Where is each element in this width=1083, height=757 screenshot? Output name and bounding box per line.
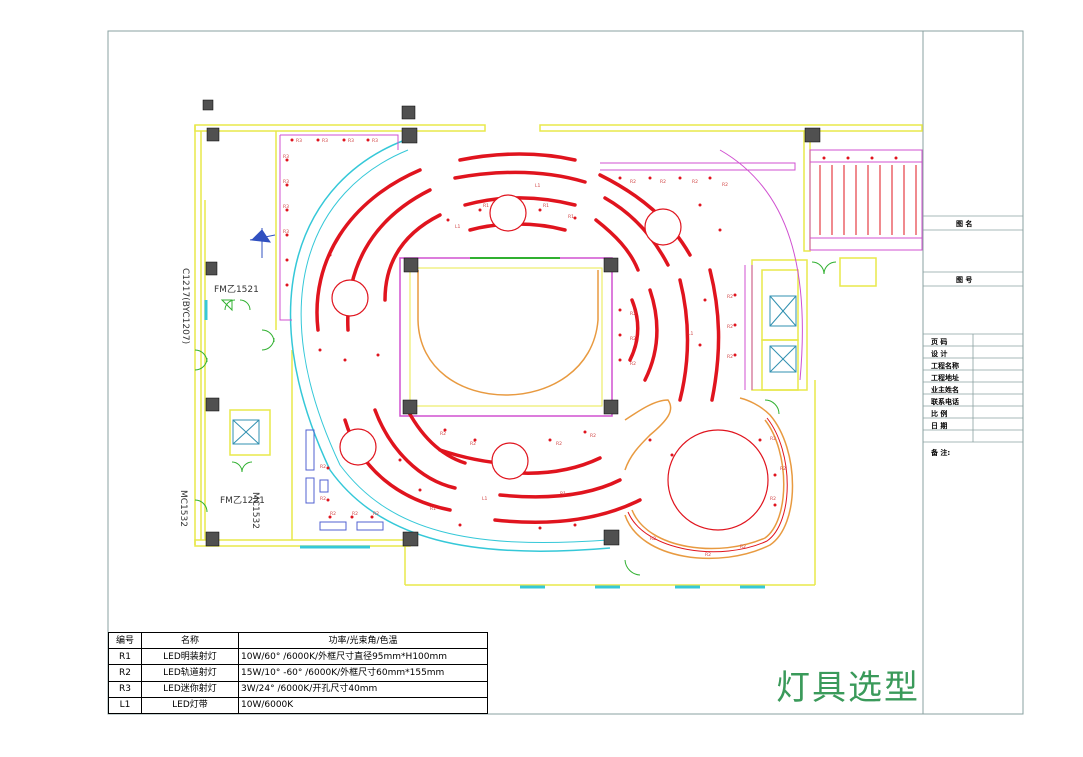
marker-r2: R2: [590, 433, 596, 439]
title-block-field: 页 码: [931, 338, 948, 346]
legend-code: R2: [108, 664, 142, 682]
title-block-field: 比 例: [931, 410, 948, 418]
marker-r2: R2: [320, 496, 326, 502]
outer-curved-wall: [289, 139, 611, 552]
corridor-fixture-rows: [809, 149, 923, 251]
title-block-field: 日 期: [931, 422, 948, 430]
legend-code: L1: [108, 696, 142, 715]
marker-r2: R2: [705, 552, 711, 558]
doors: [194, 261, 837, 576]
marker-r1: R1: [543, 203, 549, 209]
sheet-border: [107, 30, 1024, 715]
marker-r2: R2: [727, 294, 733, 300]
marker-r2: R2: [556, 441, 562, 447]
marker-r1: R1: [568, 214, 574, 220]
elevators: [232, 295, 797, 445]
legend-row: L1 LED灯带 10W/6000K: [108, 696, 488, 715]
legend-code: R3: [108, 680, 142, 698]
legend-code: R1: [108, 648, 142, 666]
marker-r2: R2: [727, 324, 733, 330]
fixture-legend-table: 编号 名称 功率/光束角/色温 R1 LED明装射灯 10W/60° /6000…: [108, 631, 488, 715]
marker-r2: R2: [373, 511, 379, 517]
marker-r3: R3: [283, 154, 289, 160]
window-strips: [204, 300, 765, 589]
legend-spec: 3W/24° /6000K/开孔尺寸40mm: [238, 680, 488, 698]
legend-spec: 10W/60° /6000K/外框尺寸直径95mm*H100mm: [238, 648, 488, 666]
legend-spec: 15W/10° -60° /6000K/外框尺寸60mm*155mm: [238, 664, 488, 682]
label-mc1532-right: MC1532: [250, 492, 260, 529]
marker-r2: R2: [770, 436, 776, 442]
title-block-field: 工程地址: [931, 374, 959, 382]
marker-r2: R2: [630, 361, 636, 367]
legend-header-spec: 功率/光束角/色温: [238, 631, 488, 650]
marker-r2: R2: [630, 336, 636, 342]
legend-name: LED迷你射灯: [141, 680, 239, 698]
title-block-field: 设 计: [931, 350, 948, 358]
legend-name: LED明装射灯: [141, 648, 239, 666]
soffit-lines: [279, 134, 803, 390]
columns: [202, 99, 821, 547]
fixture-code-labels: R3 R3 R3 R3 R3 R3 R3 R3 R1 R1 R1 L1 L1 R…: [283, 138, 786, 558]
marker-r2: R2: [320, 464, 326, 470]
display-cabinets: [305, 429, 384, 531]
legend-header-code: 编号: [108, 631, 142, 650]
legend-row: R3 LED迷你射灯 3W/24° /6000K/开孔尺寸40mm: [108, 680, 488, 698]
marker-r3: R3: [283, 179, 289, 185]
counter-fixture-line: [627, 417, 788, 553]
marker-r1: R1: [560, 491, 566, 497]
marker-r1: R1: [430, 506, 436, 512]
title-block-grid: [923, 215, 1023, 443]
marker-r2: R2: [330, 511, 336, 517]
marker-r3: R3: [372, 138, 378, 144]
marker-r2: R2: [770, 496, 776, 502]
marker-r3: R3: [283, 229, 289, 235]
marker-r2: R2: [660, 179, 666, 185]
legend-name: LED灯带: [141, 696, 239, 715]
legend-name: LED轨道射灯: [141, 664, 239, 682]
label-fm1521: FM乙1521: [214, 284, 259, 295]
marker-r3: R3: [296, 138, 302, 144]
marker-r2: R2: [740, 544, 746, 550]
title-block-drawing-no: 图 号: [956, 276, 973, 284]
marker-r1: R1: [483, 203, 489, 209]
title-block-field: 业主姓名: [931, 386, 959, 394]
outer-curved-wall-inner: [300, 149, 609, 544]
room-labels: FM乙1521 FM乙1221 C1217(BYC1207) MC1532 MC…: [178, 268, 265, 529]
stair-symbol: [249, 228, 276, 258]
marker-r2: R2: [722, 182, 728, 188]
marker-r3: R3: [348, 138, 354, 144]
marker-r2: R2: [470, 441, 476, 447]
sheet-title: 灯具选型: [776, 668, 920, 708]
marker-l1: L1: [455, 224, 461, 230]
marker-r2: R2: [650, 536, 656, 542]
title-block-field: 工程名称: [931, 362, 959, 370]
marker-l1: L1: [482, 496, 488, 502]
marker-r3: R3: [283, 204, 289, 210]
legend-spec: 10W/6000K: [238, 696, 488, 715]
legend-row: R2 LED轨道射灯 15W/10° -60° /6000K/外框尺寸60mm*…: [108, 664, 488, 682]
title-block-field: 联系电话: [931, 398, 959, 406]
label-mc1532-left: MC1532: [178, 490, 188, 527]
marker-r2: R2: [440, 431, 446, 437]
marker-r2: R2: [630, 311, 636, 317]
spotlight-dots: [285, 138, 898, 530]
marker-l1: L1: [535, 183, 541, 189]
title-block-field: 备 注:: [931, 449, 951, 457]
label-c1217: C1217(BYC1207): [180, 268, 190, 344]
round-fixtures: [331, 194, 769, 531]
title-block-drawing-name: 图 名: [956, 220, 973, 228]
label-fm1221: FM乙1221: [220, 495, 265, 506]
marker-r2: R2: [352, 511, 358, 517]
legend-header-name: 名称: [141, 631, 239, 650]
curved-counter: [624, 397, 794, 560]
marker-l1: L1: [688, 331, 694, 337]
marker-r2: R2: [780, 466, 786, 472]
legend-row: R1 LED明装射灯 10W/60° /6000K/外框尺寸直径95mm*H10…: [108, 648, 488, 666]
marker-r2: R2: [727, 354, 733, 360]
marker-r2: R2: [692, 179, 698, 185]
marker-r2: R2: [630, 179, 636, 185]
marker-r3: R3: [322, 138, 328, 144]
central-stage: [399, 257, 613, 417]
